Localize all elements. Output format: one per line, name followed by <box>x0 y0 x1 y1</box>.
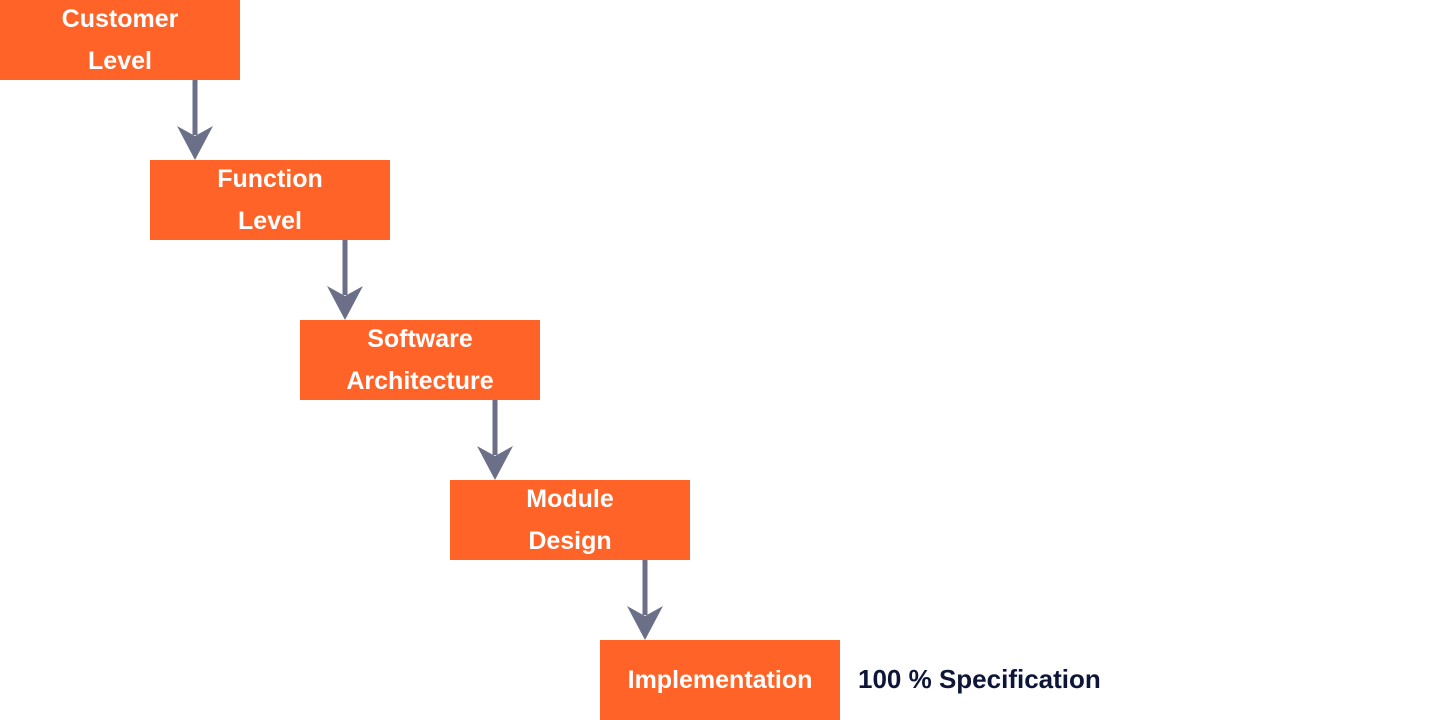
arrow-down-icon <box>627 560 663 640</box>
step-label: Function <box>217 165 323 193</box>
arrow-down-icon <box>477 400 513 480</box>
step-label: Software <box>367 325 473 353</box>
step-label: Customer <box>61 5 179 33</box>
step-label: Level <box>88 47 152 75</box>
step-label: Design <box>528 527 612 555</box>
step-implementation: Implementation <box>600 640 840 720</box>
step-label: Module <box>526 485 614 513</box>
step-customer-level: Customer Level <box>0 0 240 80</box>
step-software-architecture: Software Architecture <box>300 320 540 400</box>
step-function-level: Function Level <box>150 160 390 240</box>
step-module-design: Module Design <box>450 480 690 560</box>
step-label: Implementation <box>627 666 813 694</box>
step-label: Architecture <box>346 367 494 395</box>
step-label: Level <box>238 207 302 235</box>
specification-note: 100 % Specification <box>858 664 1101 694</box>
arrow-down-icon <box>327 240 363 320</box>
arrow-down-icon <box>177 80 213 160</box>
